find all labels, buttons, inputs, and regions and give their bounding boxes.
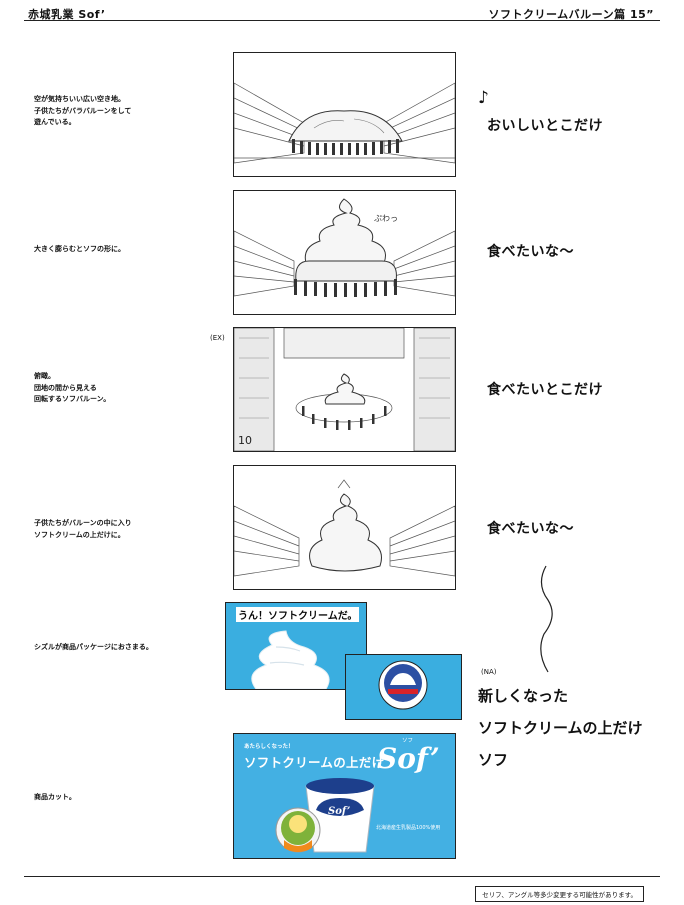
squiggle-divider: [540, 565, 553, 673]
scene-4-frame: [233, 465, 456, 590]
sizzle-frame: うん！ソフトクリームだ。: [225, 602, 367, 690]
scene-3-marker: (EX): [210, 334, 225, 342]
scene-1-description: 空が気持ちいい広い空き地。 子供たちがバラバルーンをして 遊んでいる。: [34, 95, 132, 126]
scene-6-description: 商品カット。: [34, 793, 76, 801]
scene-2-frame: ぷわっ: [233, 190, 456, 315]
scene-4-description: 子供たちがバルーンの中に入り ソフトクリームの上だけに。: [34, 519, 132, 539]
brand-title: 赤城乳業 Sof’: [28, 8, 106, 21]
disclaimer-note: セリフ、アングル等多少変更する可能性があります。: [475, 886, 644, 902]
svg-text:10: 10: [238, 434, 252, 447]
scene-2-line: 食べたいな～: [487, 244, 574, 260]
narration-lines: 新しくなった ソフトクリームの上だけ ソフ: [478, 680, 643, 776]
scene-2-description: 大きく膨らむとソフの形に。: [34, 245, 125, 253]
product-cups-illustration: Sof’: [275, 778, 375, 853]
music-note-icon: ♪: [478, 88, 489, 108]
header-rule: [24, 20, 660, 21]
narration-line-2: ソフトクリームの上だけ: [478, 719, 643, 737]
product-logo-kana: ソフ: [402, 738, 414, 744]
scene-4-line: 食べたいな～: [487, 521, 574, 537]
product-main-copy: ソフトクリームの上だけ: [244, 755, 385, 770]
footer-rule: [24, 876, 660, 877]
product-note: 北海道産生乳製品100%使用: [376, 825, 441, 831]
storyboard-title: ソフトクリームバルーン篇 15”: [488, 8, 654, 21]
narration-line-1: 新しくなった: [478, 687, 569, 705]
scene-3-line: 食べたいとこだけ: [487, 382, 603, 398]
narration-marker: (NA): [481, 668, 497, 676]
scene-3-description: 俯瞰。 団地の間から見える 回転するソフバルーン。: [34, 372, 111, 403]
svg-text:ぷわっ: ぷわっ: [374, 214, 398, 223]
scene-1-frame: [233, 52, 456, 177]
narration-line-3: ソフ: [478, 751, 509, 769]
scene-5-description: シズルが商品パッケージにおさまる。: [34, 643, 153, 651]
package-frame: [345, 654, 462, 720]
scene-1-line: おいしいとこだけ: [487, 118, 603, 134]
scene-3-frame: 10: [233, 327, 456, 452]
svg-text:Sof’: Sof’: [328, 806, 350, 817]
product-small-copy: あたらしくなった！: [244, 744, 294, 750]
package-title: うん！ソフトクリームだ。: [236, 607, 360, 622]
product-logo: Sof’: [377, 742, 440, 775]
product-frame: あたらしくなった！ ソフトクリームの上だけ ソフ Sof’ Sof’ 北海道産生…: [233, 733, 456, 859]
